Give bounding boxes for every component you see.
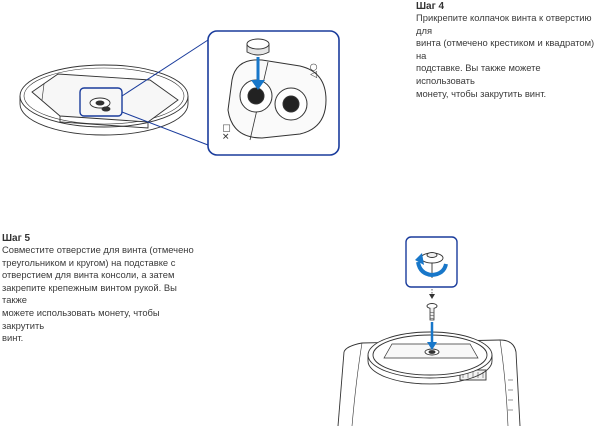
step-5-line: треугольником и кругом) на подставке с (2, 256, 176, 268)
step-4-text: Прикрепите колпачок винта к отверстию дл… (416, 12, 600, 100)
cross-square-icon: ✕□ (222, 124, 232, 140)
step-5-title: Шаг 5 (2, 233, 31, 244)
arrow-down-icon (427, 322, 437, 350)
zoom-source-box (79, 87, 123, 117)
step-4-line: монету, чтобы закрутить винт. (416, 87, 547, 99)
step-5-line: винт. (2, 332, 24, 344)
stand-ring (367, 331, 493, 385)
step-5-line: отверстием для винта консоли, а затем (2, 269, 175, 281)
step-5-instructions: Шаг 5 Совместите отверстие для винта (от… (2, 233, 202, 345)
screw (426, 303, 438, 321)
step-4-line: винта (отмечено крестиком и квадратом) н… (416, 37, 595, 61)
step-5-line: можете использовать монету, чтобы закрут… (2, 306, 160, 331)
step-5-line: Совместите отверстие для винта (отмечено (2, 244, 194, 255)
arrow-down-icon (251, 57, 265, 90)
step-4-title: Шаг 4 (416, 1, 445, 12)
zoom-line (121, 39, 209, 97)
rotate-arrow-icon (415, 253, 448, 278)
step-4-instructions: Шаг 4 Прикрепите колпачок винта к отверс… (416, 1, 600, 100)
step-5-line: закрепите крепежным винтом рукой. Вы так… (2, 281, 177, 306)
screw-hole-detail (227, 59, 327, 141)
step-4-line: подставке. Вы также можете использовать (416, 62, 541, 86)
guide-arrow-icon (429, 294, 435, 299)
step-5-text: Совместите отверстие для винта (отмечено… (2, 244, 202, 345)
zoom-line (121, 111, 209, 146)
step-4-line: Прикрепите колпачок винта к отверстию дл… (416, 12, 592, 36)
screw-cap (246, 38, 270, 56)
triangle-circle-icon: △○ (309, 63, 319, 78)
